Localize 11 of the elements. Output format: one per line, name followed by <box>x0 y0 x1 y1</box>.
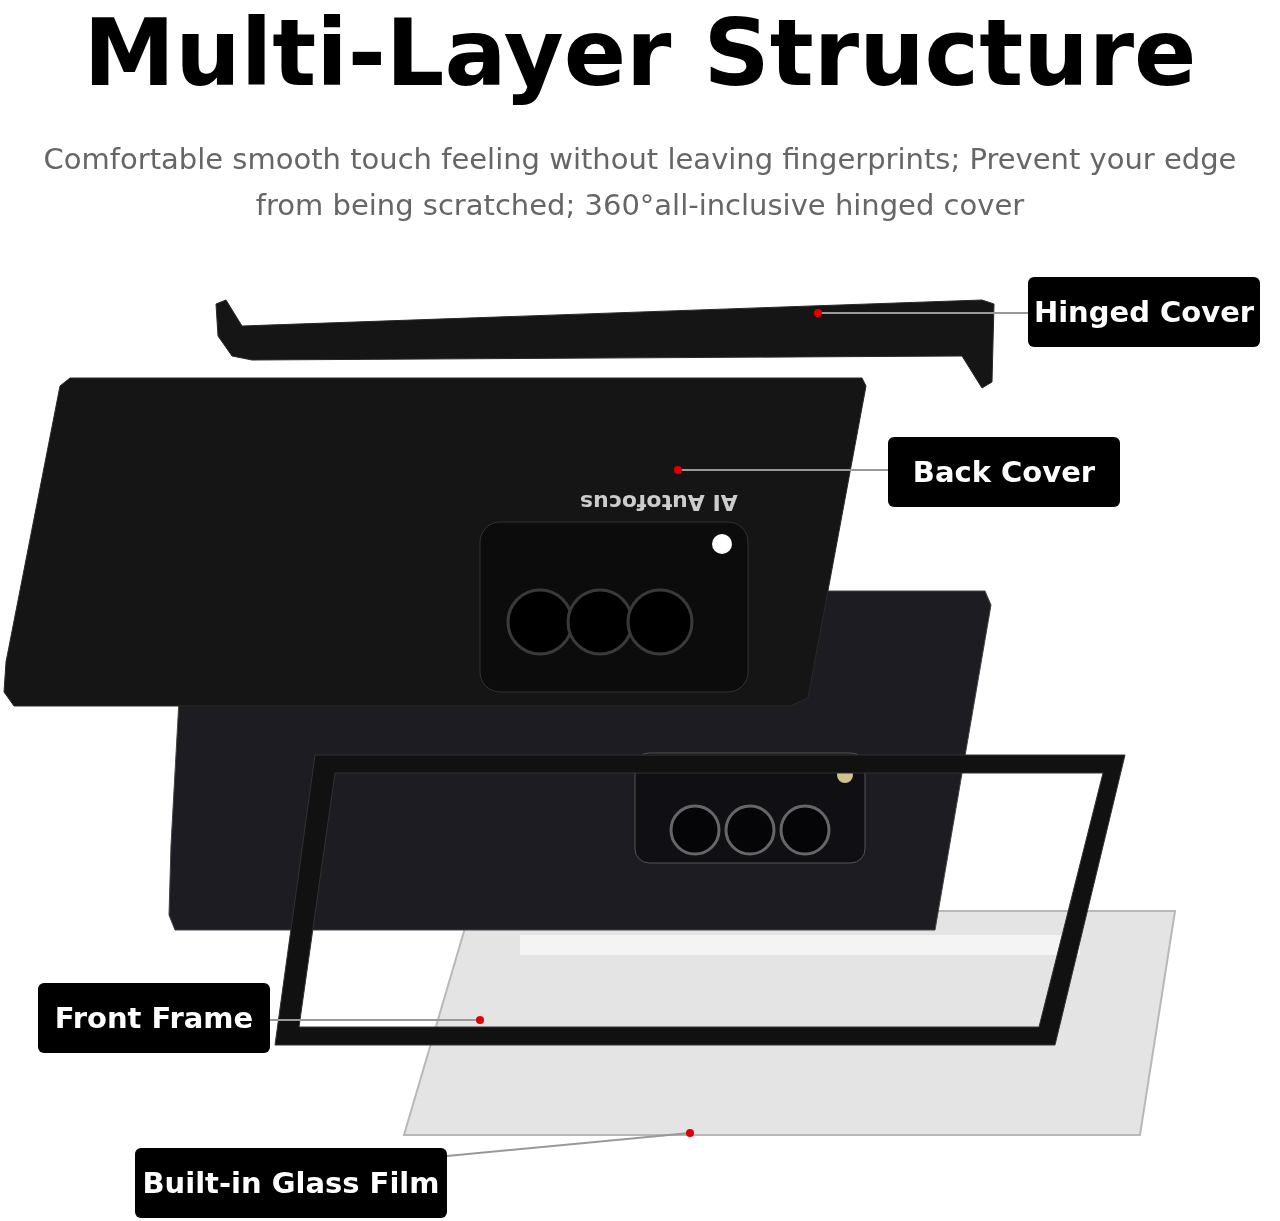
printed-text: AI Autofocus <box>580 490 738 515</box>
callout-label: Hinged Cover <box>1028 277 1260 347</box>
leader-line <box>446 1129 694 1157</box>
leader-line <box>269 1016 484 1024</box>
leader-line <box>674 466 889 474</box>
callout-label: Back Cover <box>888 437 1120 507</box>
callout-label: Built-in Glass Film <box>135 1148 447 1218</box>
title: Multi-Layer Structure <box>82 0 1198 107</box>
callout-label: Front Frame <box>38 983 270 1053</box>
leader-line <box>814 309 1029 317</box>
subtitle: Comfortable smooth touch feeling without leaving fingerprints; Prevent your edge from being scratched; 360°all-inclusive hinged cover <box>42 141 1238 224</box>
